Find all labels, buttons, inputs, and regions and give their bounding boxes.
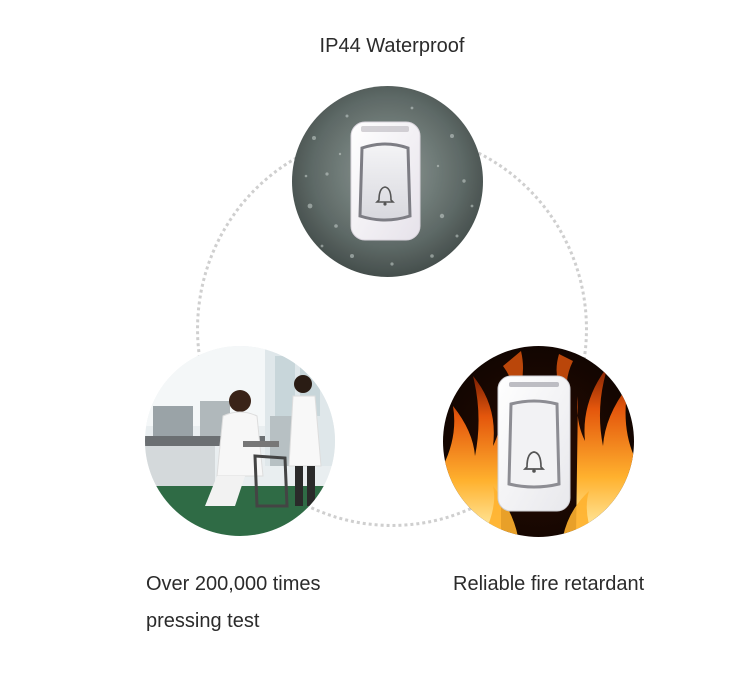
pressing-caption-line-1: Over 200,000 times	[146, 573, 321, 595]
waterproof-photo	[292, 86, 483, 277]
fire-retardant-photo	[443, 346, 634, 537]
bell-icon	[375, 186, 395, 206]
waterproof-caption: IP44 Waterproof	[319, 35, 465, 57]
pressing-test-lab-photo	[145, 346, 335, 536]
pressing-test-caption: Over 200,000 times pressing test	[146, 566, 321, 640]
pressing-caption-line-2: pressing test	[146, 610, 260, 632]
bell-icon	[522, 451, 546, 473]
fire-retardant-caption: Reliable fire retardant	[453, 573, 645, 595]
